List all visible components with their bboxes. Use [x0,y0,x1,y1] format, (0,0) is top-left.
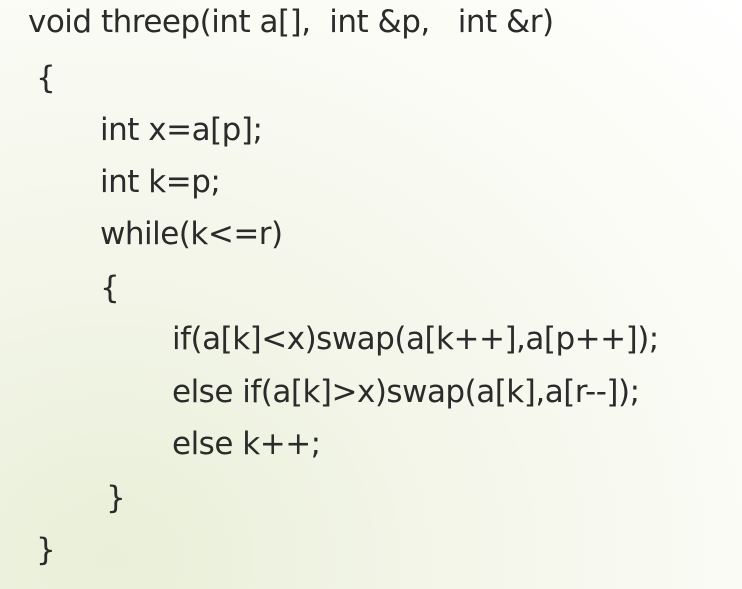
code-line-while: while(k<=r) [100,216,283,252]
code-line-if: if(a[k]<x)swap(a[k++],a[p++]); [172,321,659,357]
code-line-else-if: else if(a[k]>x)swap(a[k],a[r--]); [172,374,640,410]
while-close-brace: } [106,480,126,516]
code-line-else: else k++; [172,426,321,462]
function-close-brace: } [36,532,56,568]
code-line-int-k: int k=p; [100,164,221,200]
while-open-brace: { [100,270,120,306]
function-signature: void threep(int a[], int &p, int &r) [28,4,554,40]
code-line-int-x: int x=a[p]; [100,112,263,148]
function-open-brace: { [36,60,56,96]
